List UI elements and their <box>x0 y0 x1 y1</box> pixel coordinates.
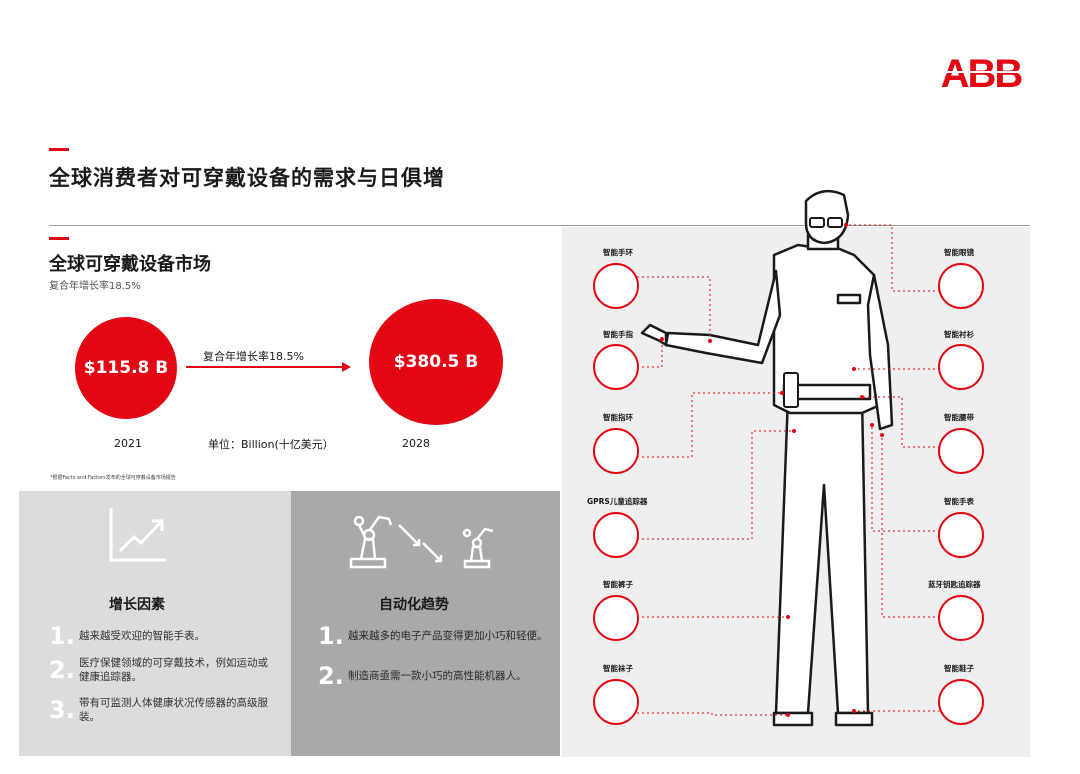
list-item: 2. 医疗保健领域的可穿戴技术，例如运动或健康追踪器。 <box>49 651 279 689</box>
automation-list: 1. 越来越多的电子产品变得更加小巧和轻便。 2. 制造商亟需一款小巧的高性能机… <box>318 622 558 690</box>
item-number: 2. <box>49 656 75 684</box>
footnote: *根据Facts and Factors发布的全球可穿戴设备市场报告 <box>50 475 176 481</box>
device-label-ring: 智能指环 <box>603 413 633 422</box>
item-text: 制造商亟需一款小巧的高性能机器人。 <box>348 669 527 682</box>
device-label-shoe: 智能鞋子 <box>944 664 974 673</box>
device-label-tracker: GPRS儿童追踪器 <box>587 497 648 506</box>
growth-arrow <box>186 366 344 368</box>
device-label-belt: 智能腰带 <box>944 413 974 422</box>
device-label-band: 智能手环 <box>603 248 633 257</box>
cagr-label: 复合年增长率18.5% <box>203 350 304 363</box>
arrow-head-icon <box>342 362 351 372</box>
glasses-icon <box>938 263 984 309</box>
abb-logo: ABB <box>934 54 1028 92</box>
title-accent <box>49 148 69 151</box>
item-text: 越来越多的电子产品变得更加小巧和轻便。 <box>348 629 548 642</box>
item-number: 3. <box>49 696 75 724</box>
key-tracker-icon <box>938 595 984 641</box>
pants-icon <box>593 595 639 641</box>
automation-title: 自动化趋势 <box>379 597 449 613</box>
item-text: 带有可监测人体健康状况传感器的高级服装。 <box>79 696 268 723</box>
device-label-finger: 智能手指 <box>603 330 633 339</box>
list-item: 1. 越来越多的电子产品变得更加小巧和轻便。 <box>318 622 558 650</box>
divider <box>49 225 1030 226</box>
belt-icon <box>938 428 984 474</box>
man-figure <box>632 189 960 727</box>
market-title: 全球可穿戴设备市场 <box>49 254 211 275</box>
shirt-icon <box>938 344 984 390</box>
growth-title: 增长因素 <box>109 597 165 613</box>
robot-downsize-icon <box>349 515 494 569</box>
item-text: 医疗保健领域的可穿戴技术，例如运动或健康追踪器。 <box>79 656 268 683</box>
value-2021-circle: $115.8 B <box>75 317 177 419</box>
list-item: 1. 越来越受欢迎的智能手表。 <box>49 622 279 650</box>
year-2021: 2021 <box>114 437 142 450</box>
item-text: 越来越受欢迎的智能手表。 <box>79 629 205 642</box>
growth-chart-icon <box>109 508 166 562</box>
list-item: 3. 带有可监测人体健康状况传感器的高级服装。 <box>49 691 279 729</box>
item-number: 1. <box>318 622 344 650</box>
device-label-socks: 智能袜子 <box>603 664 633 673</box>
socks-icon <box>593 679 639 725</box>
item-number: 1. <box>49 622 75 650</box>
item-number: 2. <box>318 662 344 690</box>
shoe-icon <box>938 679 984 725</box>
band-icon <box>593 263 639 309</box>
list-item: 2. 制造商亟需一款小巧的高性能机器人。 <box>318 662 558 690</box>
tracker-icon <box>593 512 639 558</box>
device-label-glasses: 智能眼镜 <box>944 248 974 257</box>
device-label-key-tracker: 蓝牙钥匙追踪器 <box>928 580 981 589</box>
device-label-pants: 智能裤子 <box>603 580 633 589</box>
market-caption: 复合年增长率18.5% <box>49 281 141 292</box>
year-2028: 2028 <box>402 437 430 450</box>
watch-icon <box>938 512 984 558</box>
section-accent <box>49 237 69 240</box>
growth-list: 1. 越来越受欢迎的智能手表。 2. 医疗保健领域的可穿戴技术，例如运动或健康追… <box>49 622 279 729</box>
device-label-watch: 智能手表 <box>944 497 974 506</box>
growth-panel: 增长因素 1. 越来越受欢迎的智能手表。 2. 医疗保健领域的可穿戴技术，例如运… <box>19 491 291 756</box>
page-title: 全球消费者对可穿戴设备的需求与日俱增 <box>49 166 445 190</box>
value-2028-circle: $380.5 B <box>369 299 503 425</box>
automation-panel: 自动化趋势 1. 越来越多的电子产品变得更加小巧和轻便。 2. 制造商亟需一款小… <box>291 491 560 756</box>
unit-label: 单位：Billion(十亿美元） <box>208 438 334 451</box>
ring-icon <box>593 428 639 474</box>
device-label-shirt: 智能衬衫 <box>944 330 974 339</box>
finger-icon <box>593 344 639 390</box>
